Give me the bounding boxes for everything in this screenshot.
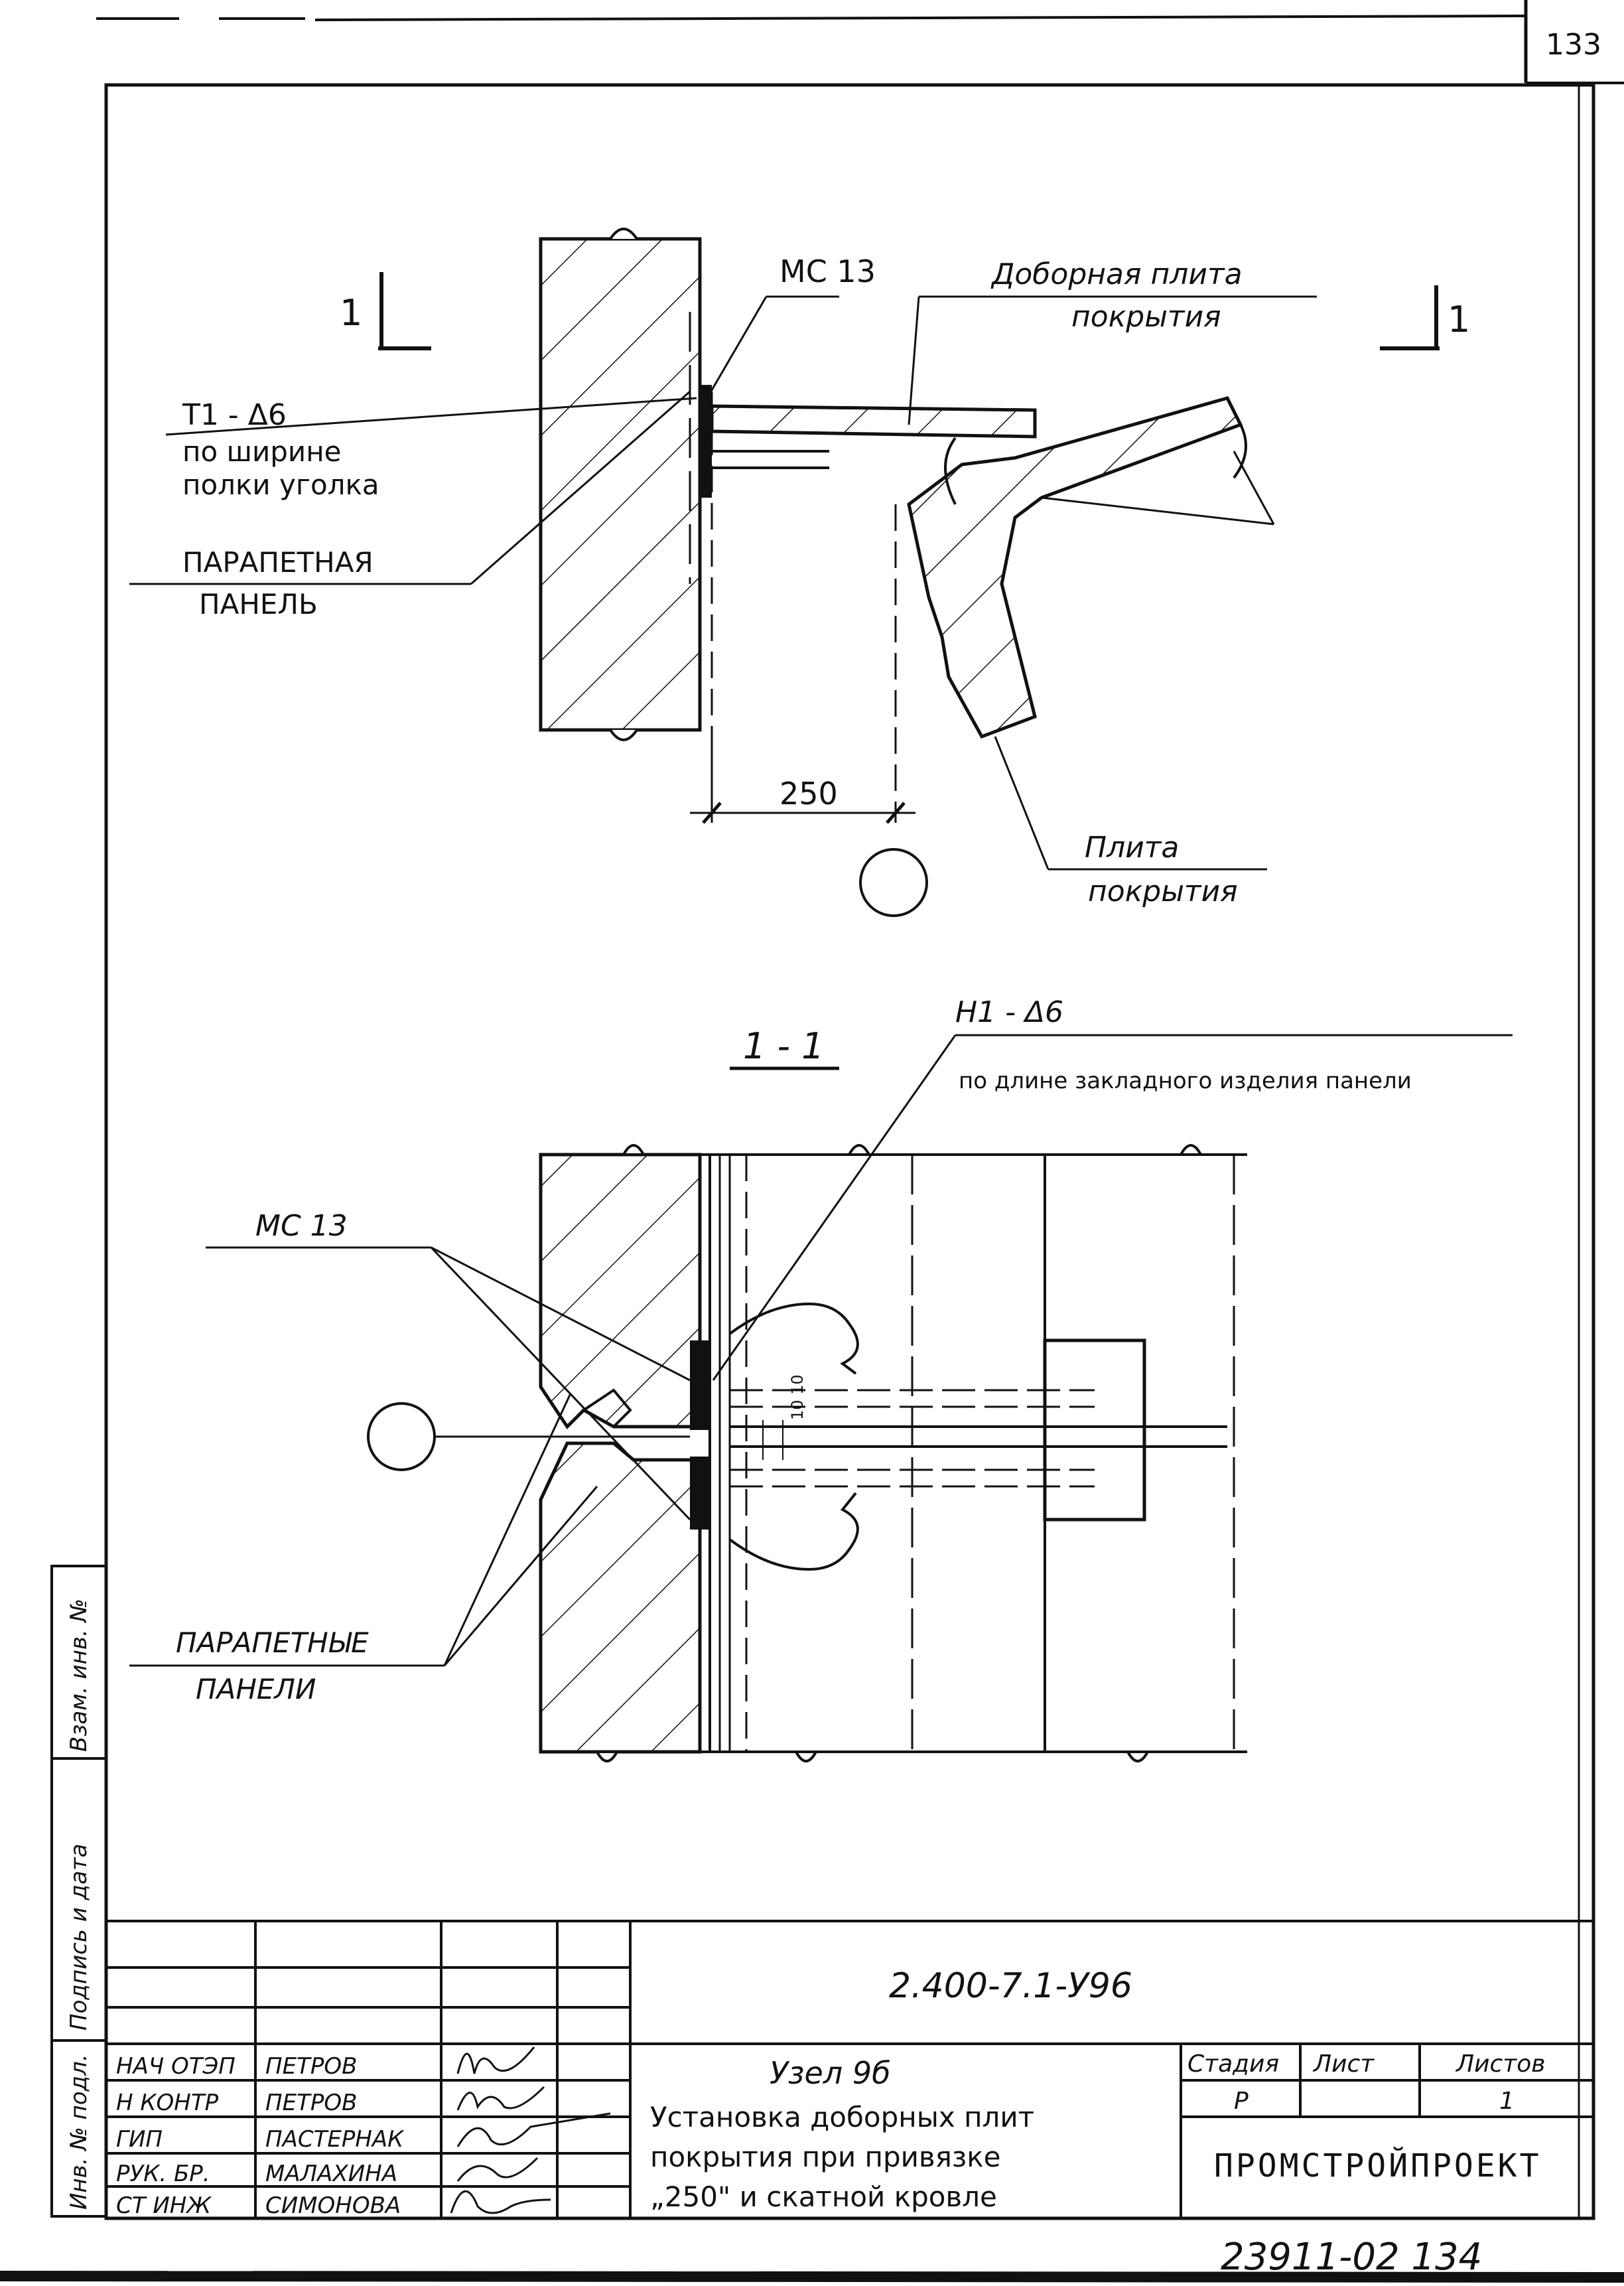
signatures [450, 2046, 611, 2214]
gap-label: 10 10 [788, 1374, 807, 1420]
side-stamp-inv-replace: Взам. инв. № [66, 1599, 92, 1752]
section-breaks [596, 1144, 1202, 1762]
name-2: ПАСТЕРНАК [265, 2126, 405, 2153]
name-4: СИМОНОВА [265, 2192, 401, 2219]
role-4: СТ ИНЖ [116, 2192, 212, 2219]
parapet-label-1: ПАРАПЕТНАЯ [182, 546, 373, 579]
weld-label-top-3: полки уголка [182, 468, 379, 501]
title-line-4: „250" и скатной кровле [650, 2180, 997, 2213]
roles-table: НАЧ ОТЭП ПЕТРОВ Н КОНТР ПЕТРОВ ГИП ПАСТЕ… [116, 2053, 405, 2219]
title-block [106, 1920, 1593, 2218]
axis-marker-section [367, 1402, 436, 1471]
top-view: 250 1 1 МС 13 Доборная плита [129, 228, 1470, 917]
role-3: РУК. БР. [116, 2161, 210, 2187]
extra-slab-label-1: Доборная плита [990, 257, 1243, 291]
drawing-frame [0, 83, 1624, 2283]
side-stamp-inv-original: Инв. № подл. [66, 2054, 92, 2210]
sheets-header: Листов [1455, 2050, 1545, 2078]
title-line-2: Установка доборных плит [650, 2101, 1034, 2133]
axis-marker-top [859, 848, 928, 917]
section-view: 1 - 1 [129, 995, 1513, 1762]
parapet-label-2: ПАНЕЛЬ [199, 588, 318, 620]
extra-slab-label-2: покрытия [1071, 300, 1221, 334]
stage-value: Р [1234, 2088, 1249, 2115]
name-0: ПЕТРОВ [265, 2053, 357, 2080]
top-leaders [129, 295, 1317, 871]
dimension-250-label: 250 [779, 776, 838, 812]
section-title: 1 - 1 [743, 1025, 825, 1067]
title-line-1: Узел 9б [770, 2055, 890, 2091]
organization: ПРОМСТРОЙПРОЕКТ [1214, 2147, 1541, 2184]
parapets-label-1: ПАРАПЕТНЫЕ [176, 1626, 369, 1659]
footer-code: 23911-02 134 [1221, 2236, 1482, 2279]
weld-label-top-2: по ширине [182, 435, 342, 468]
name-1: ПЕТРОВ [265, 2090, 357, 2116]
side-stamp [50, 1565, 107, 2218]
parapet-panel-top [539, 228, 702, 741]
extra-slab [710, 404, 1037, 505]
weld-label-top-1: Т1 - Δ6 [182, 398, 287, 432]
section-marker-right-label: 1 [1448, 299, 1470, 340]
stage-header: Стадия [1187, 2050, 1279, 2078]
weld-label-section-1: Н1 - Δ6 [955, 995, 1063, 1029]
doc-code: 2.400-7.1-У96 [889, 1966, 1132, 2006]
sheet-header: 133 [96, 0, 1624, 84]
sheet-header: Лист [1312, 2050, 1375, 2078]
dimension-250: 250 [690, 504, 915, 824]
sheet-number: 133 [1546, 28, 1601, 62]
section-marker-left-label: 1 [340, 292, 362, 334]
roof-slab-label-2: покрытия [1088, 875, 1238, 908]
role-0: НАЧ ОТЭП [116, 2053, 236, 2080]
mc13-label-section: МС 13 [255, 1209, 348, 1243]
roof-slab-label-1: Плита [1085, 831, 1179, 865]
embedded-plate-upper [690, 1340, 710, 1430]
mc13-label-top: МС 13 [779, 253, 876, 289]
role-2: ГИП [116, 2126, 163, 2153]
section-structure [541, 1153, 1247, 1753]
title-line-3: покрытия при привязке [650, 2141, 1000, 2173]
embedded-plate-lower [690, 1457, 710, 1530]
embedded-plate-top [700, 385, 829, 796]
section-marker-right: 1 [1380, 285, 1470, 350]
roof-slab [907, 396, 1275, 739]
section-marker-left: 1 [340, 272, 431, 350]
lower-parapet-panel [539, 1441, 702, 1754]
parapets-label-2: ПАНЕЛИ [196, 1673, 316, 1705]
upper-parapet-panel [539, 1153, 702, 1429]
role-1: Н КОНТР [116, 2090, 219, 2116]
weld-label-section-2: по длине закладного изделия панели [959, 1068, 1412, 1094]
side-stamp-sign-date: Подпись и дата [66, 1843, 92, 2031]
sheets-value: 1 [1499, 2088, 1515, 2115]
name-3: МАЛАХИНА [265, 2161, 397, 2187]
section-leaders [129, 1034, 1513, 1667]
